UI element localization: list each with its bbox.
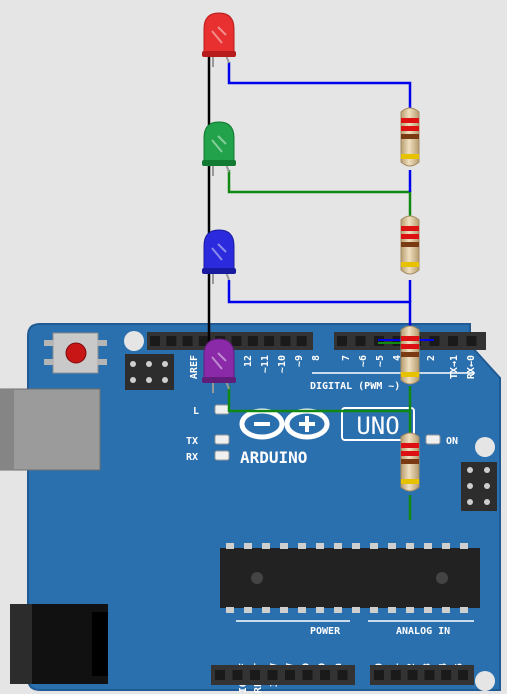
power-pin-header[interactable] <box>211 665 355 685</box>
digital-pin-label: ~6 <box>358 355 369 367</box>
brand-text: ARDUINO <box>240 448 307 467</box>
digital-pin-label: ~10 <box>277 355 288 373</box>
led[interactable] <box>202 338 236 393</box>
resistor-band <box>401 451 419 456</box>
resistor-band <box>401 126 419 131</box>
mounting-hole <box>475 437 495 457</box>
wire-led3-resistor3[interactable] <box>227 280 412 330</box>
resistor-band <box>401 352 419 357</box>
led-highlight <box>211 243 227 261</box>
resistor-band <box>401 262 419 267</box>
digital-pin-label: ~9 <box>294 355 305 367</box>
resistor-band <box>401 118 419 123</box>
wire-led1-resistor1[interactable] <box>227 62 412 112</box>
resistor-band <box>401 344 419 349</box>
reset-button[interactable] <box>44 332 107 374</box>
resistor-band <box>401 234 419 239</box>
on-led-label: ON <box>446 436 458 447</box>
mounting-hole <box>475 671 495 691</box>
resistor[interactable] <box>400 432 420 492</box>
led-highlight <box>211 135 227 153</box>
resistor-band <box>401 226 419 231</box>
digital-pin-label: RX←0 <box>466 355 477 379</box>
led-rim <box>202 377 236 383</box>
usb-connector <box>0 388 101 471</box>
digital-pin-label: 4 <box>392 355 403 361</box>
led-body <box>203 229 235 273</box>
resistor-band <box>401 443 419 448</box>
l-led-label: L <box>193 406 199 417</box>
led-rim <box>202 160 236 166</box>
onboard-leds: L TX RX ON <box>186 404 458 463</box>
led[interactable] <box>202 229 236 284</box>
resistor-band <box>401 242 419 247</box>
resistor-band <box>401 479 419 484</box>
arduino-logo: ARDUINO <box>239 408 330 467</box>
digital-pin-label: 8 <box>311 355 322 361</box>
arduino-uno-board[interactable]: AREFGND1312~11~10~987~6~54~32TX→1RX←0 DI… <box>0 323 501 693</box>
on-led <box>425 434 441 445</box>
model-text: UNO <box>356 412 399 440</box>
digital-pin-label: 7 <box>341 355 352 361</box>
power-jack <box>10 604 108 684</box>
atmega-chip <box>220 543 480 613</box>
resistor-band <box>401 372 419 377</box>
led-body <box>203 338 235 382</box>
icsp-header-right <box>461 462 497 511</box>
wire-led4-resistor4[interactable] <box>227 386 412 437</box>
wires[interactable] <box>207 50 434 520</box>
tx-led-label: TX <box>186 436 198 447</box>
resistor-band <box>401 134 419 139</box>
mounting-hole <box>124 331 144 351</box>
led[interactable] <box>202 12 236 67</box>
wire-led2-resistor2[interactable] <box>227 170 412 220</box>
led-rim <box>202 51 236 57</box>
digital-pin-label: TX→1 <box>449 355 460 379</box>
led-body <box>203 12 235 56</box>
digital-pin-label: 12 <box>243 355 254 367</box>
rx-led-label: RX <box>186 452 198 463</box>
led-body <box>203 121 235 165</box>
resistor[interactable] <box>400 215 420 275</box>
analog-label: ANALOG IN <box>396 626 450 637</box>
uno-badge: UNO <box>341 407 415 441</box>
digital-pin-label: ~5 <box>375 355 386 367</box>
l-led <box>214 404 230 415</box>
tx-led <box>214 434 230 445</box>
digital-pin-label: 2 <box>426 355 437 361</box>
resistor-band <box>401 154 419 159</box>
power-label: POWER <box>310 626 341 637</box>
led-highlight <box>211 352 227 370</box>
resistor[interactable] <box>400 107 420 167</box>
resistor-band <box>401 459 419 464</box>
resistors[interactable] <box>400 107 420 492</box>
resistor[interactable] <box>400 325 420 385</box>
rx-led <box>214 450 230 461</box>
digital-pin-label: AREF <box>189 355 200 379</box>
led-highlight <box>211 26 227 44</box>
icsp-header-left <box>125 354 174 390</box>
digital-pin-label: ~11 <box>260 355 271 373</box>
led-rim <box>202 268 236 274</box>
led[interactable] <box>202 121 236 176</box>
digital-label: DIGITAL (PWM ~) <box>310 381 400 392</box>
resistor-band <box>401 336 419 341</box>
leds[interactable] <box>202 12 236 393</box>
